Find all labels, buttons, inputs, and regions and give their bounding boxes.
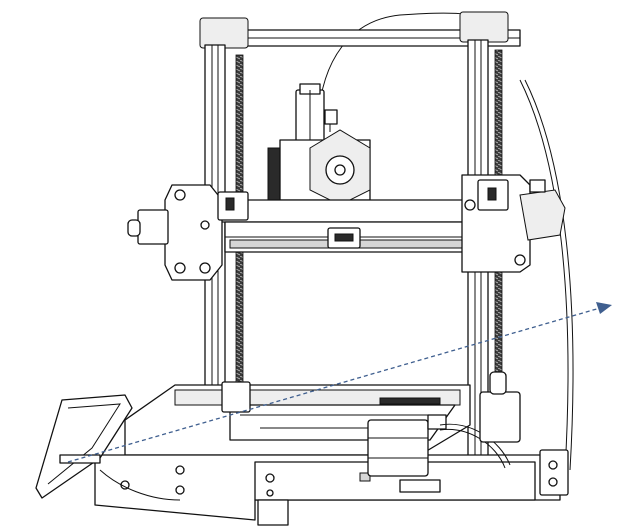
z-motor-left bbox=[221, 381, 251, 413]
filament-line-right-2 bbox=[524, 79, 574, 471]
control-screen bbox=[35, 394, 181, 501]
y-axis-motor bbox=[367, 414, 511, 477]
filament-line-right bbox=[519, 79, 569, 471]
z-coupler-right bbox=[489, 371, 507, 395]
extruder-assembly bbox=[267, 83, 371, 206]
left-carriage bbox=[127, 184, 249, 281]
right-carriage bbox=[461, 174, 566, 273]
top-gantry-bar bbox=[199, 11, 521, 49]
filament-tube bbox=[317, 12, 481, 121]
z-motor-right bbox=[479, 391, 521, 443]
x-axis-gantry bbox=[184, 199, 526, 253]
annotation-arrow bbox=[67, 302, 612, 463]
base-frame bbox=[94, 449, 569, 526]
